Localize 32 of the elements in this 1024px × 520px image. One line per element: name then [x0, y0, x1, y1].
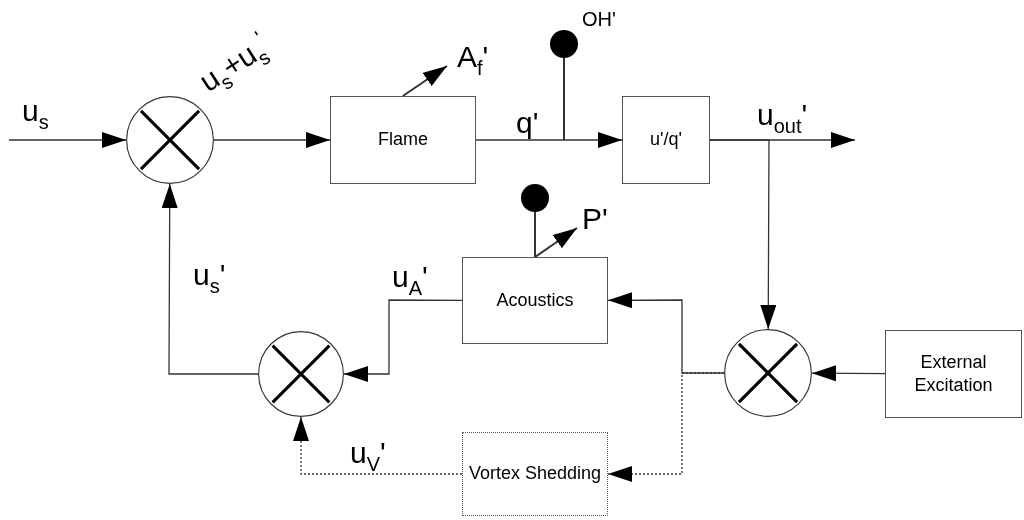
multiplier-junction	[126, 96, 214, 184]
edge-label: u$_{s}$	[22, 96, 49, 132]
edge-label: q'	[516, 108, 539, 138]
process-box: External Excitation	[885, 330, 1022, 418]
sensor-dot	[550, 30, 578, 58]
arrow	[293, 416, 463, 475]
sensor-stem	[534, 211, 536, 258]
process-box: u'/q'	[622, 96, 710, 184]
sensor-dot	[521, 184, 549, 212]
direction-arrow	[534, 227, 578, 258]
arrow	[213, 132, 331, 148]
arrow	[709, 139, 777, 330]
edge-label: P'	[582, 204, 608, 234]
arrow	[811, 365, 886, 382]
direction-arrow	[401, 65, 448, 97]
edge-label: u$_{s}$'	[193, 260, 226, 296]
arrow	[343, 299, 463, 382]
signal-label: OH'	[582, 8, 616, 31]
edge-label: A$_{f}$'	[457, 42, 489, 78]
arrow	[8, 132, 127, 148]
sensor-stem	[563, 57, 565, 141]
process-box: Acoustics	[462, 257, 608, 344]
edge-label: u$_{V}$'	[350, 438, 386, 474]
multiplier-junction	[724, 329, 812, 417]
multiplier-junction	[258, 331, 344, 417]
arrow	[475, 132, 623, 148]
arrow	[161, 183, 259, 375]
process-box: Vortex Shedding	[462, 432, 608, 516]
edge-label: u$_{A}$'	[392, 262, 428, 298]
process-box: Flame	[330, 96, 476, 184]
edge-label: u$_{out}$'	[757, 100, 808, 136]
arrow	[607, 292, 725, 374]
